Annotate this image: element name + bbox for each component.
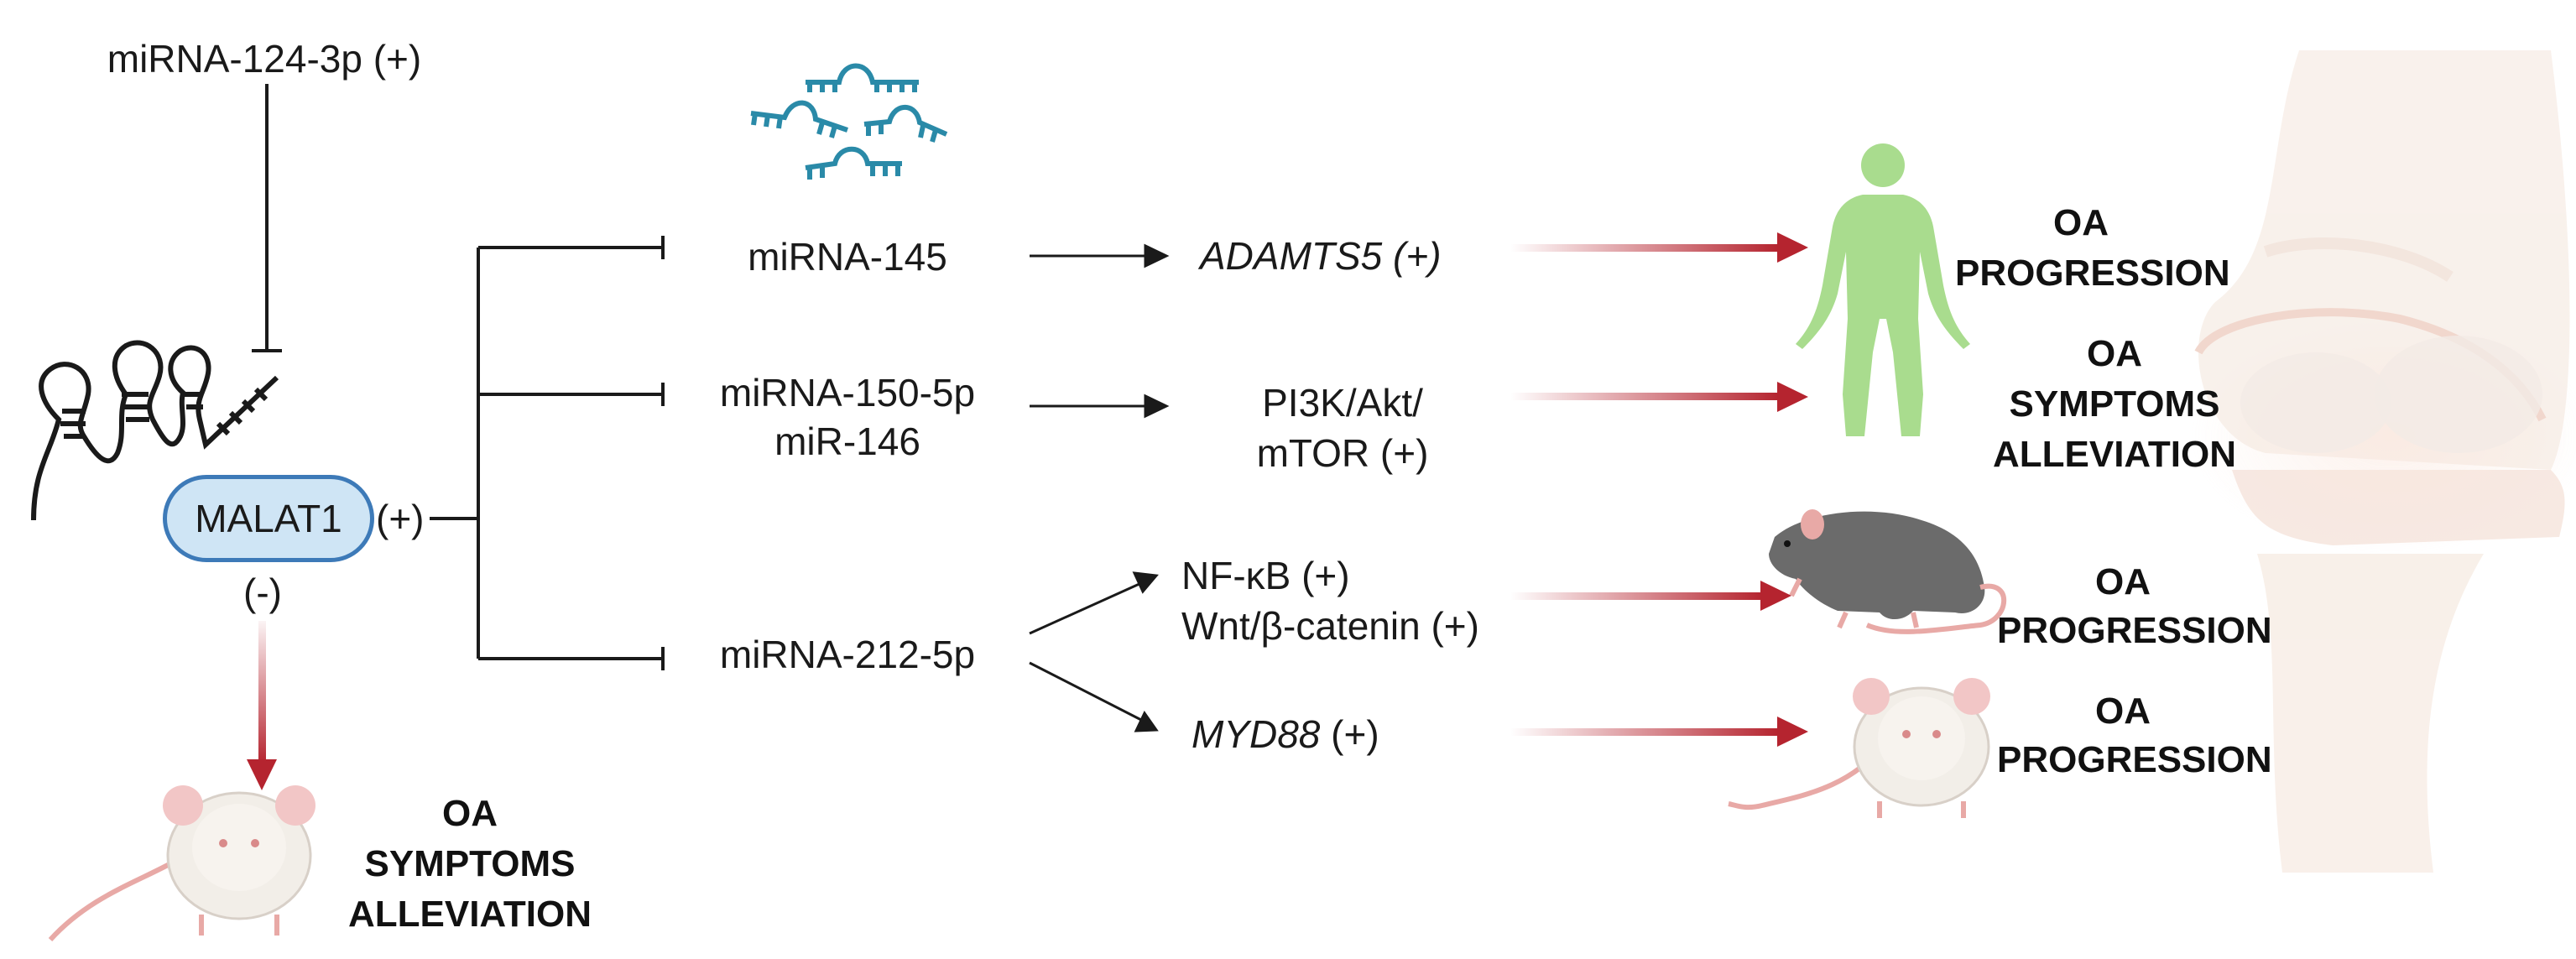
malat1-label: MALAT1	[195, 497, 342, 540]
adamts5-sign: (+)	[1393, 234, 1442, 278]
adamts5-gene: ADAMTS5	[1200, 234, 1383, 278]
outcome-1-line1: OA	[2053, 202, 2109, 243]
target-mirna212: miRNA-212-5p	[719, 633, 976, 676]
malat1-plus: (+)	[376, 497, 425, 540]
mouse-icon	[1728, 678, 1990, 818]
outcome-2-line2: SYMPTOMS	[2009, 383, 2220, 425]
effector-myd88: MYD88 (+)	[1192, 709, 1379, 759]
target-mirna150-line1: miRNA-150-5p	[719, 371, 976, 414]
effector-pi3k-line2: mTOR (+)	[1256, 431, 1429, 475]
effector-pi3k-line1: PI3K/Akt/	[1262, 381, 1423, 425]
outcome-4-line1: OA	[2095, 691, 2151, 732]
effector-nfkb-line1: NF-κB (+)	[1181, 554, 1350, 597]
malat1-connector	[430, 236, 665, 670]
mouse-icon	[48, 785, 315, 942]
outcome-5-line3: ALLEVIATION	[347, 894, 592, 935]
human-figure-icon	[1796, 143, 1970, 436]
rna-hairpin-icon	[31, 340, 279, 521]
outcome-2-line3: ALLEVIATION	[1992, 434, 2237, 475]
activation-arrows	[1029, 243, 1170, 732]
myd88-gene: MYD88	[1192, 712, 1321, 756]
effector-nfkb-line2: Wnt/β-catenin (+)	[1181, 604, 1479, 648]
outcome-2-line1: OA	[2087, 333, 2142, 374]
malat1-node: MALAT1	[163, 475, 374, 562]
knee-joint-icon	[2190, 50, 2576, 873]
outcome-5-line1: OA	[442, 793, 498, 834]
outcome-5-line2: SYMPTOMS	[364, 843, 576, 884]
effector-adamts5: ADAMTS5 (+)	[1200, 231, 1442, 281]
inhibitor-line-mirna124	[252, 84, 282, 352]
outcome-3-line1: OA	[2095, 561, 2151, 602]
rat-icon	[1769, 509, 2007, 634]
outcome-1-line2: PROGRESSION	[1955, 253, 2230, 294]
mirna-cluster-icon	[750, 63, 948, 180]
myd88-sign: (+)	[1331, 712, 1379, 756]
target-mirna145: miRNA-145	[748, 235, 947, 279]
target-mirna150-line2: miR-146	[774, 420, 920, 463]
malat1-minus: (-)	[243, 571, 282, 614]
outcome-4-line2: PROGRESSION	[1997, 739, 2272, 780]
mirna124-label: miRNA-124-3p (+)	[107, 37, 422, 81]
outcome-3-line2: PROGRESSION	[1997, 610, 2272, 651]
outcome-arrows	[247, 232, 1808, 790]
